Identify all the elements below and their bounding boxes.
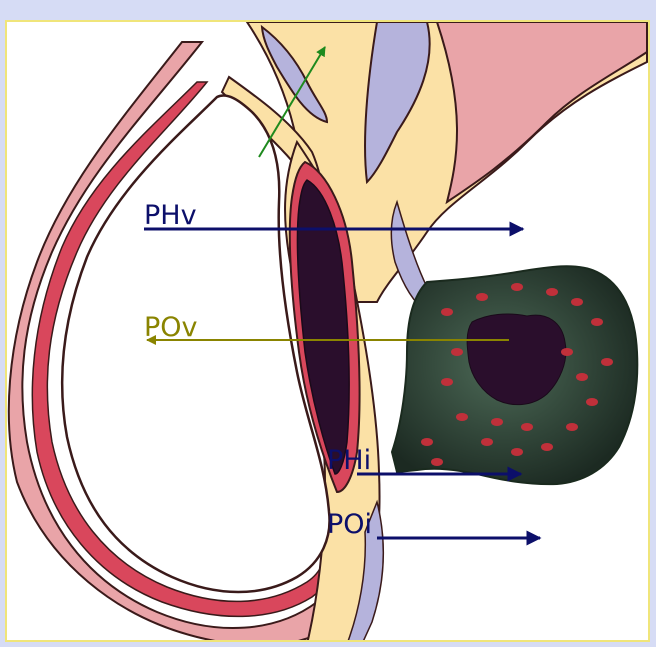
tumor-spot xyxy=(476,293,488,301)
tumor-spot xyxy=(441,378,453,386)
tumor-spot xyxy=(601,358,613,366)
tumor-spot xyxy=(511,283,523,291)
tumor-spot xyxy=(441,308,453,316)
diagram-frame: PHv POv PHi POi xyxy=(5,20,650,642)
tumor-spot xyxy=(491,418,503,426)
tumor-spot xyxy=(586,398,598,406)
tumor-spot xyxy=(511,448,523,456)
tumor-spot xyxy=(481,438,493,446)
tumor-spot xyxy=(571,298,583,306)
tumor-spot xyxy=(451,348,463,356)
label-pov: POv xyxy=(144,312,198,343)
tumor-spot xyxy=(591,318,603,326)
tumor-spot xyxy=(431,458,443,466)
tumor-spot xyxy=(561,348,573,356)
tumor-spot xyxy=(576,373,588,381)
label-phv: PHv xyxy=(144,200,197,231)
tumor-spot xyxy=(521,423,533,431)
tumor-spot xyxy=(546,288,558,296)
label-phi: PHi xyxy=(327,445,371,476)
tumor-spot xyxy=(566,423,578,431)
tumor-spot xyxy=(456,413,468,421)
tumor-spot xyxy=(421,438,433,446)
anatomy-diagram: PHv POv PHi POi xyxy=(7,22,650,642)
label-poi: POi xyxy=(327,509,372,540)
tumor-spot xyxy=(541,443,553,451)
